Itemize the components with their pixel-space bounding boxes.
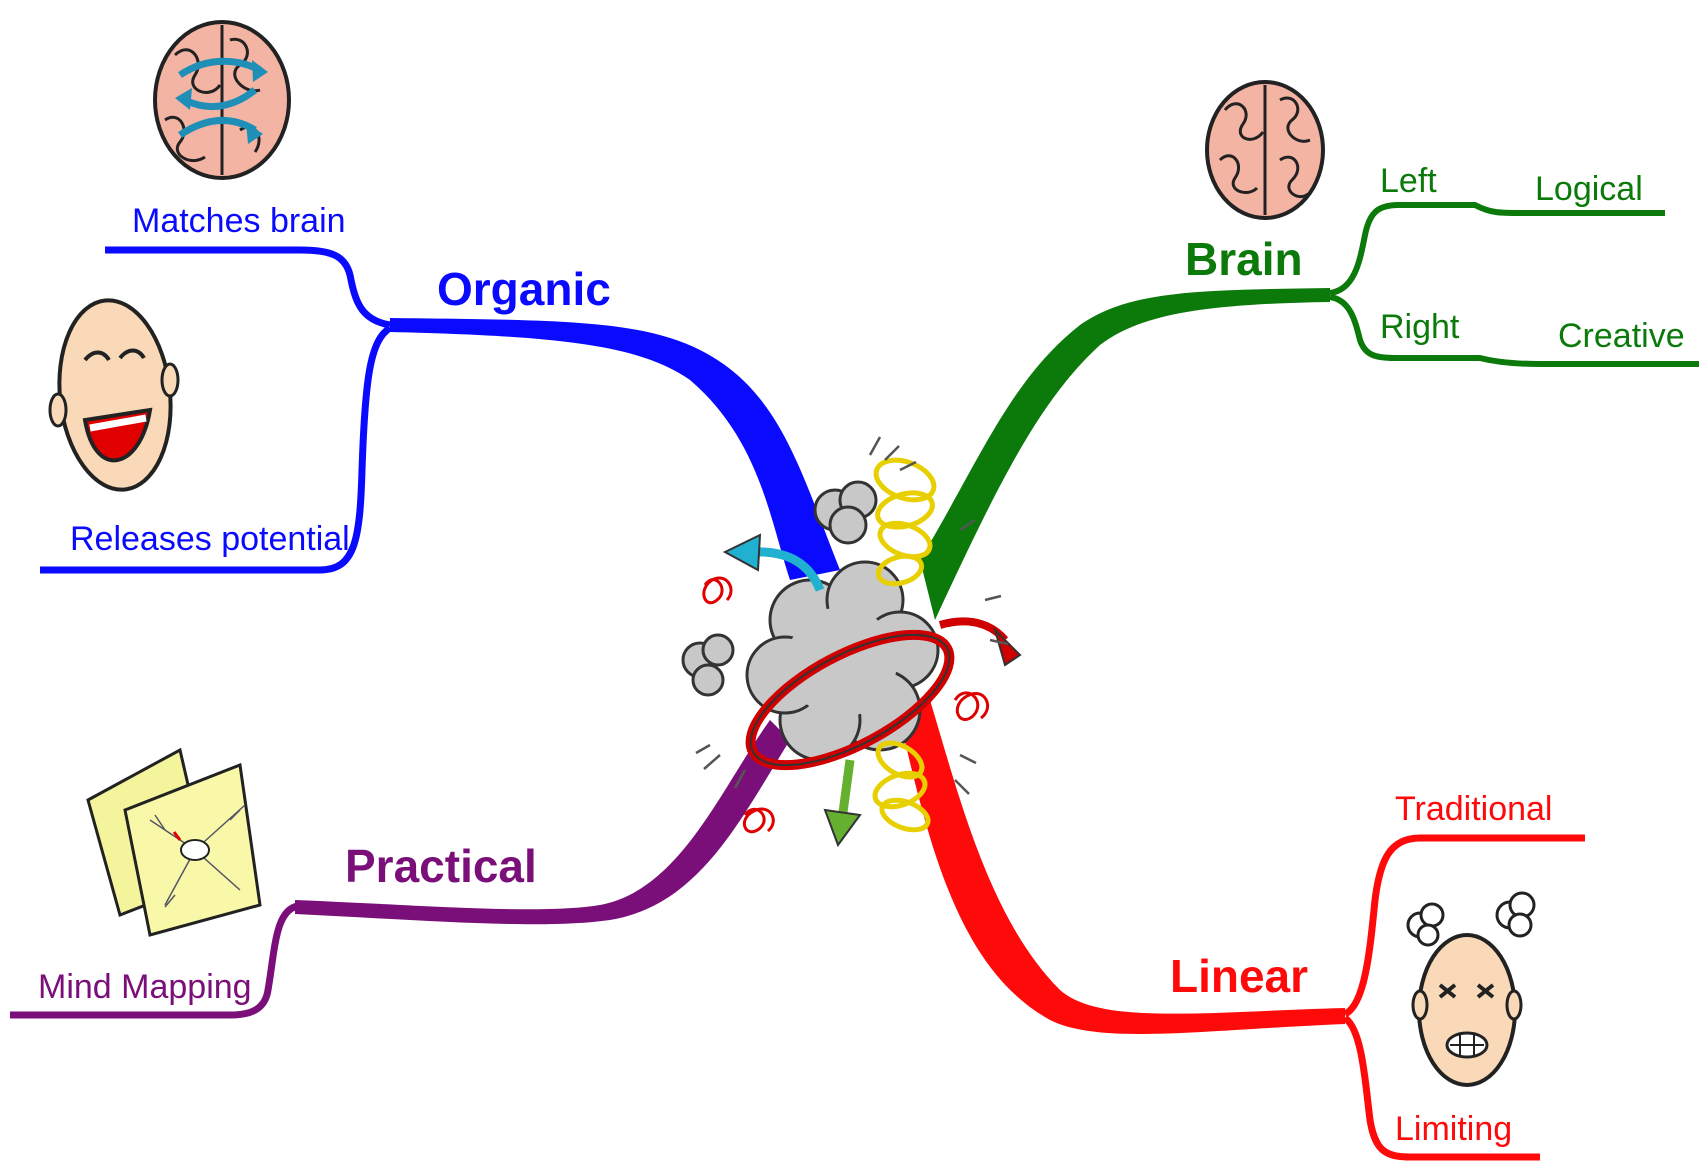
- practical-main-line: [295, 720, 790, 924]
- left-label: Left: [1380, 162, 1437, 200]
- brain-main-line: [920, 288, 1330, 620]
- brain-label: Brain: [1185, 233, 1303, 285]
- brain-sub-line-top: [1330, 205, 1665, 293]
- matches-brain-label: Matches brain: [132, 202, 346, 240]
- brain-icon: [1207, 82, 1323, 218]
- organic-main-line: [390, 318, 840, 580]
- organic-label: Organic: [437, 263, 611, 315]
- practical-label: Practical: [345, 840, 537, 892]
- right-label: Right: [1380, 308, 1460, 346]
- creative-label: Creative: [1558, 317, 1685, 355]
- organic-sub-line-top: [105, 250, 390, 325]
- brain-branch: [920, 205, 1699, 620]
- limiting-label: Limiting: [1395, 1110, 1512, 1148]
- angry-face-icon: [1408, 893, 1534, 1085]
- traditional-label: Traditional: [1395, 790, 1552, 828]
- swirling-brain-icon: [155, 22, 289, 178]
- linear-label: Linear: [1170, 950, 1308, 1002]
- linear-branch: [900, 700, 1585, 1157]
- laughing-face-icon: [50, 295, 180, 495]
- mind-mapping-label: Mind Mapping: [38, 968, 252, 1006]
- map-icon: [88, 750, 260, 935]
- logical-label: Logical: [1535, 170, 1643, 208]
- releases-potential-label: Releases potential: [70, 520, 350, 558]
